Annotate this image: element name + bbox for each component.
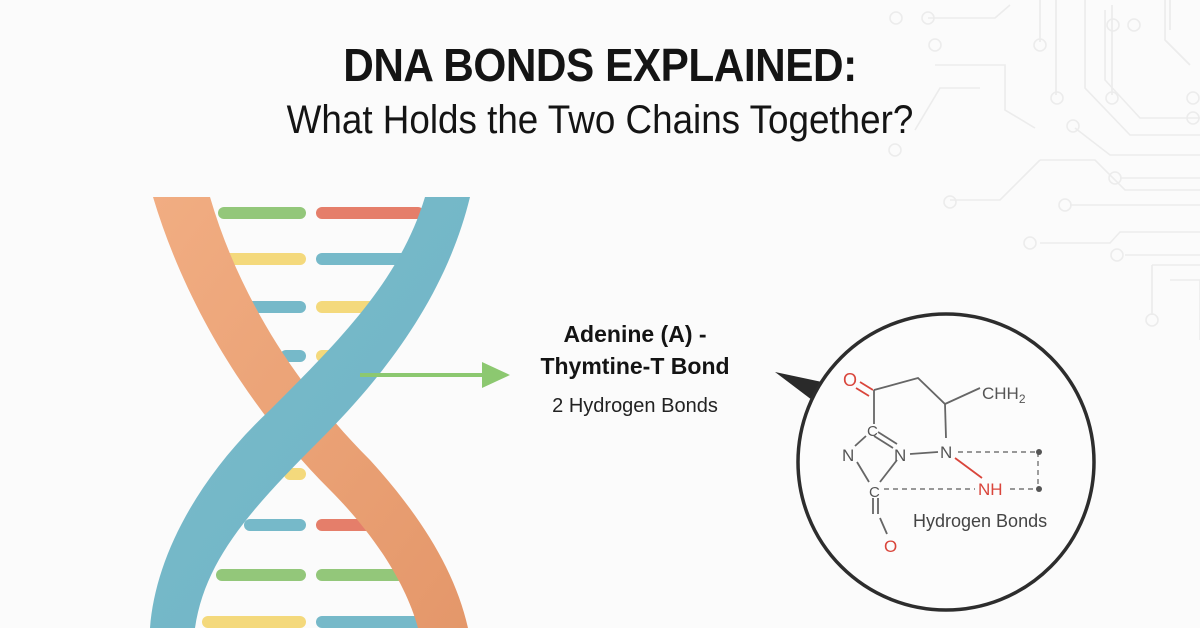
page-subtitle: What Holds the Two Chains Together? (286, 98, 914, 142)
atom-n-right: N (940, 443, 952, 462)
page-title: DNA BONDS EXPLAINED: (343, 39, 857, 91)
hydrogen-bonds-label: Hydrogen Bonds (913, 511, 1047, 531)
atom-o-bottom: O (884, 537, 897, 556)
bond-title-line2: Thymtine-T Bond (540, 353, 730, 379)
atom-chh2: CHH (982, 384, 1019, 403)
atom-chh2-subscript: 2 (1019, 392, 1026, 406)
svg-text:CHH2: CHH2 (982, 384, 1026, 406)
atom-c-upper: C (867, 423, 878, 440)
atom-o-top: O (843, 370, 857, 390)
atom-n-left: N (842, 446, 854, 465)
callout-pointer-icon (775, 372, 822, 400)
atom-nh: NH (978, 480, 1003, 499)
bond-callout: Adenine (A) - Thymtine-T Bond 2 Hydrogen… (500, 318, 770, 418)
blue-strand (150, 197, 470, 628)
atom-n-mid: N (894, 446, 906, 465)
bond-title-line1: Adenine (A) - (563, 321, 707, 347)
atom-c-lower: C (869, 484, 880, 501)
bond-count: 2 Hydrogen Bonds (552, 395, 718, 417)
